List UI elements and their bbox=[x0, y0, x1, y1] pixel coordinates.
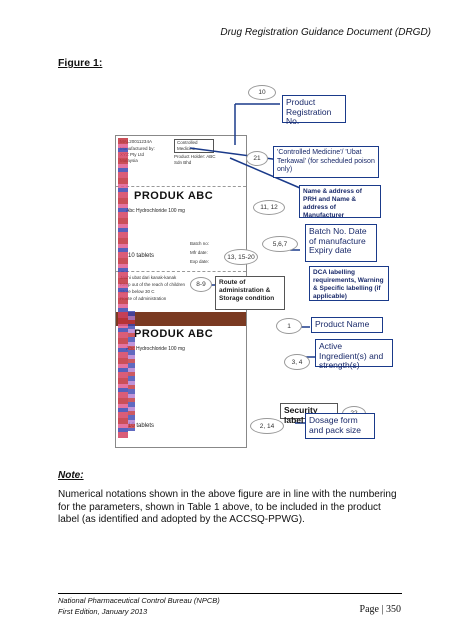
product-name-back: PRODUK ABC bbox=[134, 328, 214, 340]
ingredient-back: Abc Hydrochloride 100 mg bbox=[126, 346, 185, 352]
product-name-front: PRODUK ABC bbox=[134, 190, 214, 202]
label-route-storage: Route of administration & Storage condit… bbox=[215, 276, 285, 310]
box-back-panel: PRODUK ABC Abc Hydrochloride 100 mg 10 t… bbox=[116, 326, 246, 447]
brown-band bbox=[116, 312, 246, 326]
box-top-flap: MAL20011234A Manufactured by: XYZ Pty Lt… bbox=[116, 136, 246, 187]
storage-line-1: Jauhi ubat dari kanak-kanak bbox=[120, 275, 177, 280]
tablets-front: 10 tablets bbox=[128, 253, 155, 259]
page-number: Page | 350 bbox=[359, 604, 401, 615]
footer-edition: First Edition, January 2013 bbox=[58, 607, 148, 616]
box-front-panel: PRODUK ABC Abc Hydrochloride 100 mg 10 t… bbox=[116, 186, 246, 271]
manufacturer-country: Malaysia bbox=[120, 158, 138, 163]
product-holder-text: Product Holder: ABC Sdn Bhd bbox=[174, 154, 216, 165]
callout-number-1: 1 bbox=[276, 318, 302, 334]
footer-rule bbox=[58, 593, 402, 594]
label-controlled-medicine: 'Controlled Medicine'/ 'Ubat Terkawal' (… bbox=[273, 146, 379, 178]
exp-date-label: Exp date: bbox=[190, 259, 210, 264]
controlled-medicine-box: Controlled Medicine bbox=[174, 139, 214, 153]
label-active-ingredient: Active Ingredient(s) and strength(s) bbox=[315, 339, 393, 370]
mfr-date-label: Mfr date: bbox=[190, 250, 208, 255]
batch-no-label: Batch no: bbox=[190, 241, 210, 246]
note-text: Numerical notations shown in the above f… bbox=[58, 489, 397, 525]
label-batch-dates: Batch No. Date of manufacture Expiry dat… bbox=[305, 224, 377, 262]
label-dosage-form: Dosage form and pack size bbox=[305, 413, 375, 439]
callout-number-3-4: 3, 4 bbox=[284, 354, 310, 370]
callout-number-5-6-7: 5,6,7 bbox=[262, 236, 298, 252]
storage-line-4: Route of administration bbox=[120, 296, 167, 301]
tablets-back: 10 tablets bbox=[128, 423, 155, 429]
manufacturer-name: XYZ Pty Ltd bbox=[120, 152, 145, 157]
manufactured-by-label: Manufactured by: bbox=[120, 146, 155, 151]
label-product-name: Product Name bbox=[311, 317, 383, 333]
storage-line-3: Store below 30 C bbox=[120, 289, 155, 294]
ingredient-front: Abc Hydrochloride 100 mg bbox=[126, 208, 185, 214]
footer-organization: National Pharmaceutical Control Bureau (… bbox=[58, 596, 220, 605]
callout-number-2-14: 2, 14 bbox=[250, 418, 284, 434]
callout-number-13-15-20: 13, 15-20 bbox=[224, 249, 258, 265]
document-header-title: Drug Registration Guidance Document (DRG… bbox=[220, 27, 431, 38]
label-product-registration: Product Registration No. bbox=[282, 95, 346, 126]
callout-number-8-9: 8-9 bbox=[190, 277, 212, 292]
storage-line-2: Keep out of the reach of children bbox=[120, 282, 186, 287]
callout-number-21: 21 bbox=[246, 151, 268, 166]
label-name-address: Name & address of PRH and Name & address… bbox=[299, 185, 381, 219]
security-strip-inner bbox=[128, 311, 135, 431]
mal-number: MAL20011234A bbox=[120, 139, 152, 144]
callout-number-11-12: 11, 12 bbox=[253, 200, 285, 215]
security-strip-left bbox=[118, 138, 128, 438]
label-dca-requirements: DCA labelling requirements, Warning & Sp… bbox=[309, 266, 389, 301]
figure-caption: Figure 1: bbox=[58, 57, 103, 69]
note-title: Note: bbox=[58, 470, 84, 481]
callout-number-10: 10 bbox=[248, 85, 276, 100]
